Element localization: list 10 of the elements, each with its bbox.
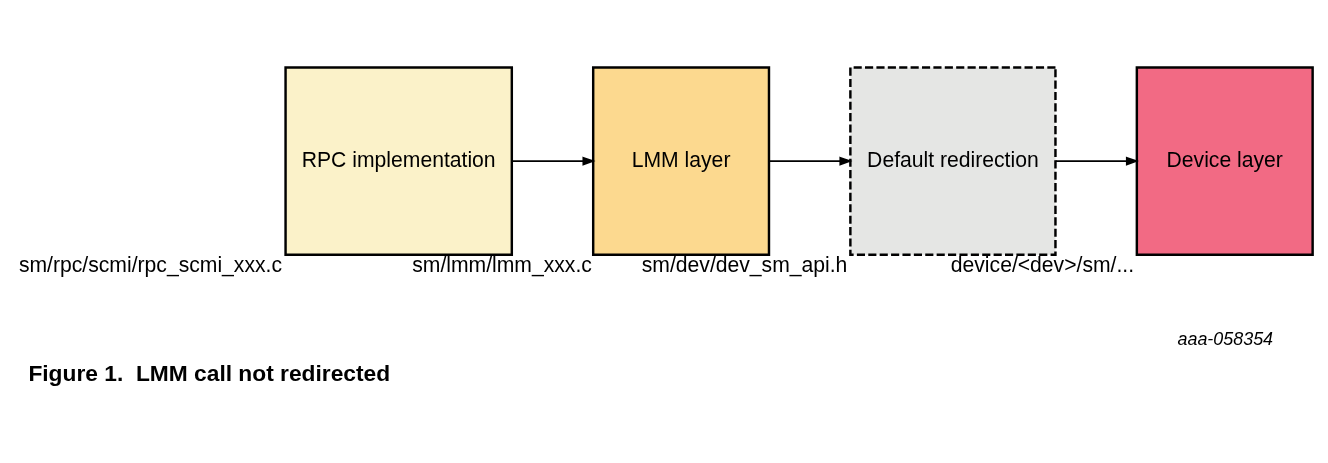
node-box: Default redirection: [849, 66, 1057, 256]
arrow: [511, 156, 596, 166]
node-box: LMM layer: [592, 66, 771, 256]
node-box: Device layer: [1135, 66, 1314, 256]
node-label: sm/rpc/scmi/rpc_scmi_xxx.c: [18, 252, 283, 276]
node-box: RPC implementation: [284, 66, 514, 256]
arrow: [768, 156, 853, 166]
label: aaa-058354: [1177, 328, 1274, 349]
caption: Figure 1. LMM call not redirected: [28, 360, 391, 387]
arrow: [1054, 156, 1139, 166]
